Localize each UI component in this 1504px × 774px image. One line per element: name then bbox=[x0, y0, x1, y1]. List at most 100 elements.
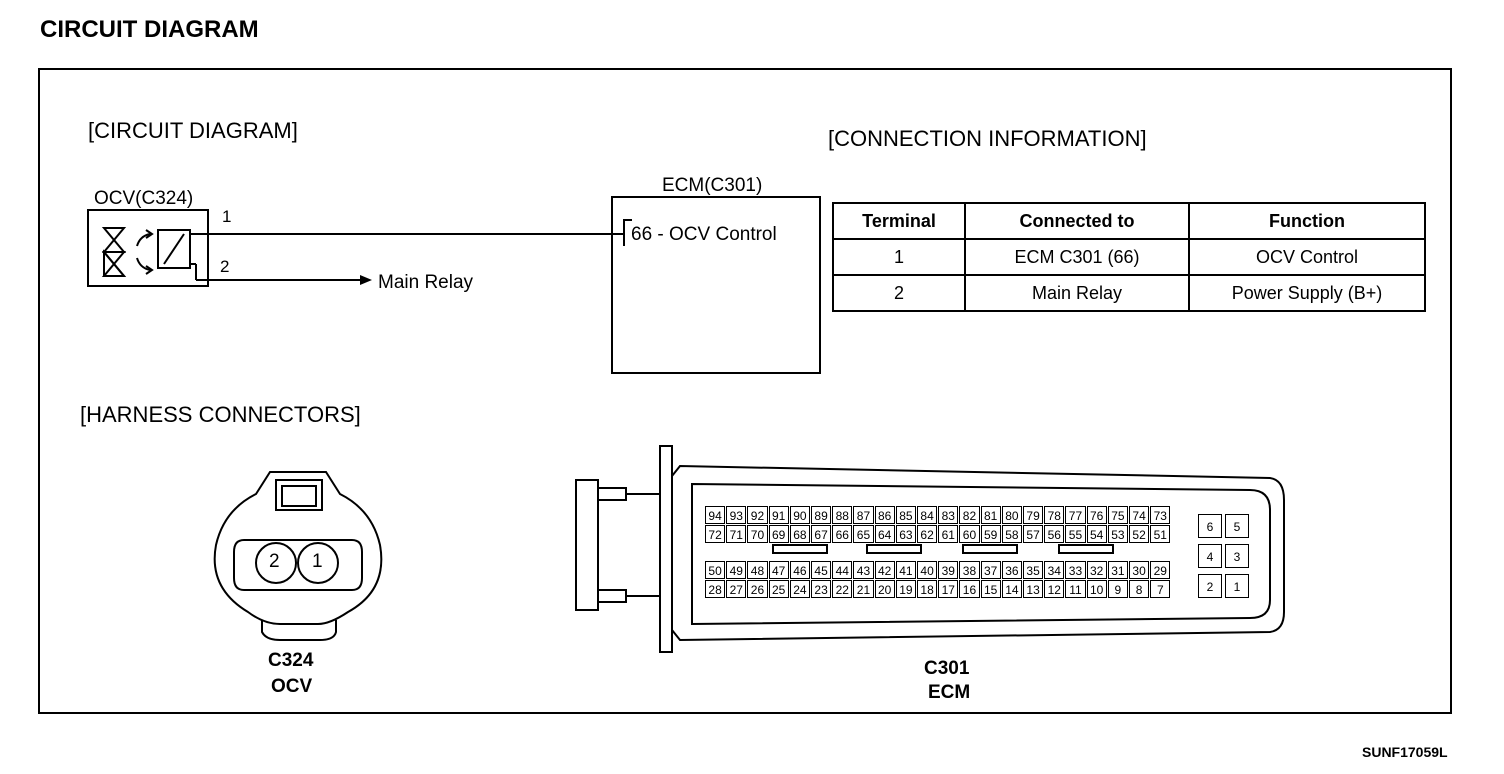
ocv-pin2-label: 2 bbox=[220, 257, 230, 276]
c301-pin: 60 bbox=[959, 525, 980, 543]
c301-name: C301 bbox=[924, 658, 970, 679]
c301-pin: 11 bbox=[1065, 580, 1086, 598]
c301-pin: 39 bbox=[938, 561, 959, 579]
c301-pin: 19 bbox=[895, 580, 916, 598]
solenoid-icon bbox=[157, 229, 196, 269]
ecm-terminal-label: 66 - OCV Control bbox=[631, 224, 777, 245]
table-cell: 1 bbox=[832, 238, 966, 276]
c301-pin: 57 bbox=[1023, 525, 1044, 543]
table-cell: 2 bbox=[832, 274, 966, 312]
c301-pin: 90 bbox=[789, 506, 810, 524]
c324-name: C324 bbox=[268, 650, 314, 671]
circuit-heading: [CIRCUIT DIAGRAM] bbox=[88, 118, 298, 143]
table-cell: Power Supply (B+) bbox=[1188, 274, 1426, 312]
c301-pin: 15 bbox=[980, 580, 1001, 598]
c301-pin: 40 bbox=[917, 561, 938, 579]
c301-pin: 8 bbox=[1129, 580, 1150, 598]
c301-pin: 71 bbox=[726, 525, 747, 543]
c301-aux-pin: 5 bbox=[1225, 514, 1249, 538]
c301-pin: 10 bbox=[1086, 580, 1107, 598]
c301-pin: 91 bbox=[768, 506, 789, 524]
table-header-row: Terminal Connected to Function bbox=[832, 202, 1426, 240]
c301-pin: 48 bbox=[747, 561, 768, 579]
c301-pin: 14 bbox=[1001, 580, 1022, 598]
c301-pin: 61 bbox=[938, 525, 959, 543]
c301-pin: 79 bbox=[1023, 506, 1044, 524]
c301-pin: 83 bbox=[938, 506, 959, 524]
c301-pin: 31 bbox=[1107, 561, 1128, 579]
c301-pin: 32 bbox=[1086, 561, 1107, 579]
ecm-label: ECM(C301) bbox=[662, 175, 763, 196]
c301-pin: 23 bbox=[811, 580, 832, 598]
c301-pin: 9 bbox=[1107, 580, 1128, 598]
ecm-pin-bracket bbox=[623, 219, 632, 246]
c301-pin: 41 bbox=[895, 561, 916, 579]
c301-pin: 44 bbox=[832, 561, 853, 579]
c301-pin: 38 bbox=[959, 561, 980, 579]
c301-pin: 7 bbox=[1150, 580, 1171, 598]
c301-pin: 55 bbox=[1065, 525, 1086, 543]
c324-pin-1: 1 bbox=[312, 551, 323, 572]
c301-pin: 92 bbox=[747, 506, 768, 524]
c301-pin: 94 bbox=[705, 506, 726, 524]
c301-pin: 18 bbox=[917, 580, 938, 598]
c301-pin: 34 bbox=[1044, 561, 1065, 579]
c324-desc: OCV bbox=[271, 676, 313, 697]
c301-pin: 58 bbox=[1001, 525, 1022, 543]
c301-pin: 59 bbox=[980, 525, 1001, 543]
c301-pin: 36 bbox=[1001, 561, 1022, 579]
ocv-box bbox=[87, 209, 209, 287]
c301-pin: 20 bbox=[874, 580, 895, 598]
c301-pin: 86 bbox=[874, 506, 895, 524]
c301-pin: 82 bbox=[959, 506, 980, 524]
c301-pin: 68 bbox=[789, 525, 810, 543]
c301-key-tab bbox=[772, 544, 828, 554]
c301-pin: 52 bbox=[1129, 525, 1150, 543]
c301-pin: 81 bbox=[980, 506, 1001, 524]
c301-pin: 13 bbox=[1023, 580, 1044, 598]
c301-pin: 26 bbox=[747, 580, 768, 598]
c301-pin: 74 bbox=[1129, 506, 1150, 524]
table-cell: Main Relay bbox=[964, 274, 1190, 312]
c301-pin: 85 bbox=[895, 506, 916, 524]
ocv-pin1-label: 1 bbox=[222, 207, 232, 226]
c301-pin: 54 bbox=[1086, 525, 1107, 543]
c301-pin: 77 bbox=[1065, 506, 1086, 524]
diagram-frame bbox=[38, 68, 1452, 714]
table-row: 2 Main Relay Power Supply (B+) bbox=[832, 274, 1426, 312]
c301-pin: 47 bbox=[768, 561, 789, 579]
c301-key-tab bbox=[962, 544, 1018, 554]
harness-heading: [HARNESS CONNECTORS] bbox=[80, 402, 361, 427]
page-title: CIRCUIT DIAGRAM bbox=[40, 16, 259, 43]
c301-pin: 50 bbox=[705, 561, 726, 579]
c301-pin: 62 bbox=[917, 525, 938, 543]
c301-pin: 12 bbox=[1044, 580, 1065, 598]
header-connected-to: Connected to bbox=[964, 202, 1190, 240]
c301-pin: 45 bbox=[811, 561, 832, 579]
c301-pin: 24 bbox=[789, 580, 810, 598]
c301-pin: 87 bbox=[853, 506, 874, 524]
c301-pin: 29 bbox=[1150, 561, 1171, 579]
c301-pin: 88 bbox=[832, 506, 853, 524]
c301-pin: 42 bbox=[874, 561, 895, 579]
c301-pin: 51 bbox=[1150, 525, 1171, 543]
c301-pin: 30 bbox=[1129, 561, 1150, 579]
c301-aux-pin: 2 bbox=[1198, 574, 1222, 598]
c301-pin: 17 bbox=[938, 580, 959, 598]
c301-pin: 46 bbox=[789, 561, 810, 579]
c301-pin: 16 bbox=[959, 580, 980, 598]
main-relay-label: Main Relay bbox=[378, 272, 474, 293]
header-terminal: Terminal bbox=[832, 202, 966, 240]
c301-pin: 22 bbox=[832, 580, 853, 598]
c324-connector-icon bbox=[213, 471, 383, 641]
c301-pin: 28 bbox=[705, 580, 726, 598]
table-cell: ECM C301 (66) bbox=[964, 238, 1190, 276]
ocv-label: OCV(C324) bbox=[94, 188, 194, 209]
header-function: Function bbox=[1188, 202, 1426, 240]
c301-pin: 56 bbox=[1044, 525, 1065, 543]
c324-pin-2: 2 bbox=[269, 551, 280, 572]
c301-pin: 72 bbox=[705, 525, 726, 543]
c301-pin: 43 bbox=[853, 561, 874, 579]
valve-icon bbox=[101, 227, 154, 277]
